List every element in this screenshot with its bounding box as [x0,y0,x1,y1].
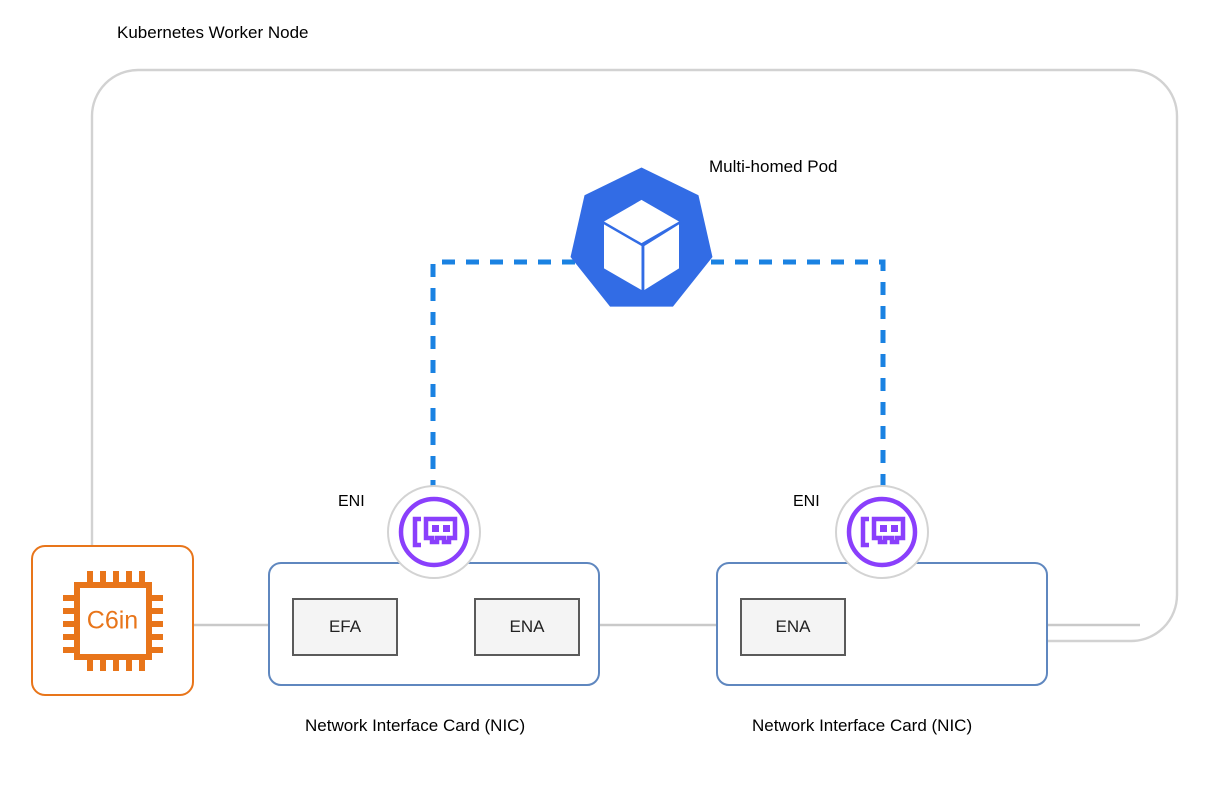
nic-right-caption: Network Interface Card (NIC) [752,716,973,735]
eni-right-label: ENI [793,493,820,510]
eni-badge-left[interactable] [387,485,481,579]
pod-link-right [711,259,886,487]
eni-badge-right[interactable] [835,485,929,579]
instance-box-c6in[interactable]: C6in [31,545,194,696]
pod-label: Multi-homed Pod [709,157,838,176]
network-interface-card-icon [398,496,470,568]
adapter-efa[interactable]: EFA [292,598,398,656]
eni-left-label: ENI [338,493,365,510]
nic-box-right[interactable]: ENA [716,562,1048,686]
pod-link-left [430,259,575,487]
kubernetes-logo-icon [569,166,714,316]
cpu-chip-icon: C6in [55,563,171,679]
page-title: Kubernetes Worker Node [117,23,309,42]
nic-box-left[interactable]: EFA ENA [268,562,600,686]
nic-left-caption: Network Interface Card (NIC) [305,716,526,735]
network-interface-card-icon [846,496,918,568]
worker-node-boundary [90,68,1179,643]
adapter-ena-right[interactable]: ENA [740,598,846,656]
adapter-ena[interactable]: ENA [474,598,580,656]
instance-type-label: C6in [86,606,139,634]
